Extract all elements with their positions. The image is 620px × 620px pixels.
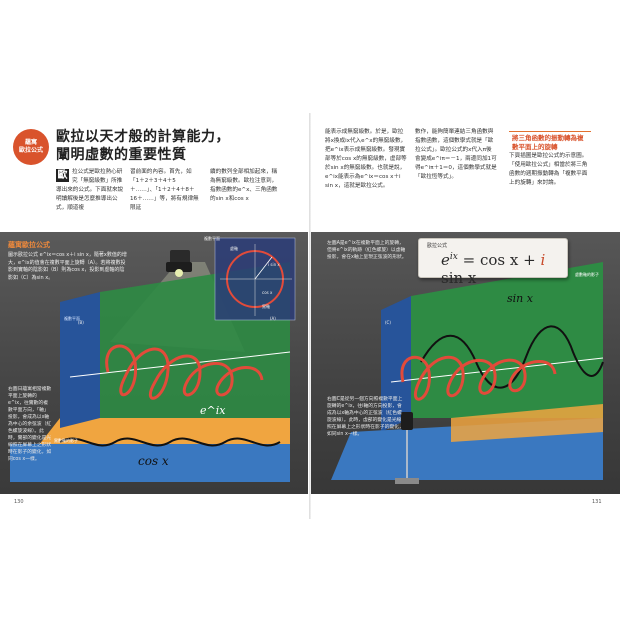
- inset-isin-label: i sin x: [268, 262, 280, 267]
- text-column-3: 續的數列全部相加起來，稱為無窮級數。歐拉注意到，指數函數的e^x、三角函數的si…: [210, 168, 280, 204]
- right-intro: 左圖A是e^ix在複數平面上的旋轉，但將e^ix的軌跡（紅色螺旋）以虛軸投影，會…: [327, 241, 407, 260]
- page-number-left: 130: [14, 499, 24, 505]
- figure-intro: 圖示歐拉公式 e^ix＝cos x＋i sin x，隨著x數值的增大，e^ix的…: [8, 252, 127, 281]
- sin-wave-shadow: [420, 325, 604, 389]
- blue-wall: [60, 292, 100, 428]
- column-5-text: 數作，能夠簡單連結三角函數與指數函數，這個數學式就是「歐拉公式」。歐拉公式的x代…: [415, 129, 497, 180]
- column-3-text: 續的數列全部相加起來，稱為無窮級數。歐拉注意到，指數函數的e^x、三角函數的si…: [210, 169, 278, 202]
- page-number-right: 131: [592, 499, 602, 505]
- topic-badge: 蘊寓 歐拉公式: [13, 129, 49, 165]
- label-c: (C): [385, 320, 391, 325]
- formula-card: 歐拉公式 eix = cos x + i sin x: [418, 238, 568, 287]
- cos-label: cos x: [138, 454, 169, 468]
- x-axis-line: [69, 351, 291, 378]
- floor-blue: [10, 444, 290, 482]
- figure-title: 蘊寓歐拉公式: [8, 241, 50, 249]
- formula-title: 歐拉公式: [427, 243, 448, 249]
- green-wall-right: [411, 262, 603, 418]
- badge-line-1: 蘊寓: [24, 139, 37, 146]
- label-b: (B): [78, 320, 84, 325]
- wall-tag: 虛數軸的影子: [575, 272, 599, 277]
- text-column-6: 下頁插圖是歐拉公式的示意圖。「使用歐拉公式」相當於將三角函數的週期振動轉為「複數…: [509, 152, 591, 188]
- column-4-text: 能表示成無窮級數。於是，歐拉將x換成ix代入e^x的無窮級數，把e^ix表示成無…: [325, 129, 407, 189]
- formula-cos: = cos x +: [457, 251, 541, 269]
- cos-wave-shadow: [59, 437, 281, 447]
- red-helix: [105, 344, 264, 400]
- back-wall-tag: 複數平面: [64, 316, 80, 321]
- red-helix-right: [400, 355, 557, 401]
- column-6-text: 下頁插圖是歐拉公式的示意圖。「使用歐拉公式」相當於將三角函數的週期振動轉為「複數…: [509, 153, 588, 186]
- floor-tag: 實數軸的影子: [54, 438, 78, 443]
- left-figure-illustration: [10, 237, 296, 482]
- inset-real-label: 實軸: [262, 304, 270, 309]
- projector-label: 複數平面: [204, 236, 220, 241]
- euler-formula: eix = cos x + i sin x: [441, 251, 567, 287]
- floor-orange-right: [451, 404, 603, 442]
- column-2-text: 習前面的內容。首先，如「1＋2＋3＋4＋5＋……」、「1＋2＋4＋8＋16＋………: [130, 169, 199, 211]
- projector-icon: [166, 250, 192, 277]
- inset-imag-label: 虛軸: [230, 246, 238, 251]
- drop-cap: 歐: [56, 169, 69, 182]
- blue-wall-right: [381, 296, 411, 432]
- column-1-text: 拉公式是歐拉熱心研究「無窮級數」所推導出來的公式。下面就來說明讀解後是怎麼推導出…: [56, 169, 124, 211]
- x-axis-line-right: [390, 357, 604, 383]
- left-figure-panel: 複數平面 虛軸 i sin x cos x 實軸 (B) (A) 複數平面 e^…: [0, 232, 308, 494]
- title-line-1: 歐拉以天才般的計算能力，: [56, 129, 230, 145]
- formula-i: i: [540, 251, 546, 269]
- badge-line-2: 歐拉公式: [18, 147, 43, 154]
- inset-radius: [254, 256, 273, 280]
- formula-sin: sin x: [441, 269, 477, 287]
- sin-label: sin x: [507, 292, 533, 305]
- page-title: 歐拉以天才般的計算能力， 闡明虛數的重要性質: [56, 128, 230, 164]
- lamp-stand-icon: [395, 412, 419, 484]
- text-column-1: 歐 拉公式是歐拉熱心研究「無窮級數」所推導出來的公式。下面就來說明讀解後是怎麼推…: [56, 168, 126, 213]
- section-heading: 將三角函數的振動轉為複數平面上的旋轉: [509, 131, 591, 154]
- right-caption: 右圖C是從另一個方向照複數平面上旋轉的e^ix，往i軸的方向投影，會成為以x軸為…: [327, 397, 404, 437]
- inset-cos-label: cos x: [262, 290, 273, 295]
- label-a: (A): [270, 316, 276, 321]
- left-caption: 右圖日蘊寓相當複數平面上旋轉的e^ix，往實數的複數平面方向，「軸」投影，會成為…: [8, 387, 52, 462]
- helix-label: e^ix: [200, 404, 226, 417]
- text-column-4: 能表示成無窮級數。於是，歐拉將x換成ix代入e^x的無窮級數，把e^ix表示成無…: [325, 128, 407, 191]
- title-line-2: 闡明虛數的重要性質: [56, 147, 187, 163]
- text-column-2: 習前面的內容。首先，如「1＋2＋3＋4＋5＋……」、「1＋2＋4＋8＋16＋………: [130, 168, 200, 213]
- page-gutter: [309, 113, 311, 519]
- formula-exponent: ix: [449, 252, 458, 262]
- text-column-5: 數作，能夠簡單連結三角函數與指數函數，這個數學式就是「歐拉公式」。歐拉公式的x代…: [415, 128, 497, 182]
- right-figure-illustration: [331, 262, 604, 484]
- formula-base: e: [441, 251, 450, 269]
